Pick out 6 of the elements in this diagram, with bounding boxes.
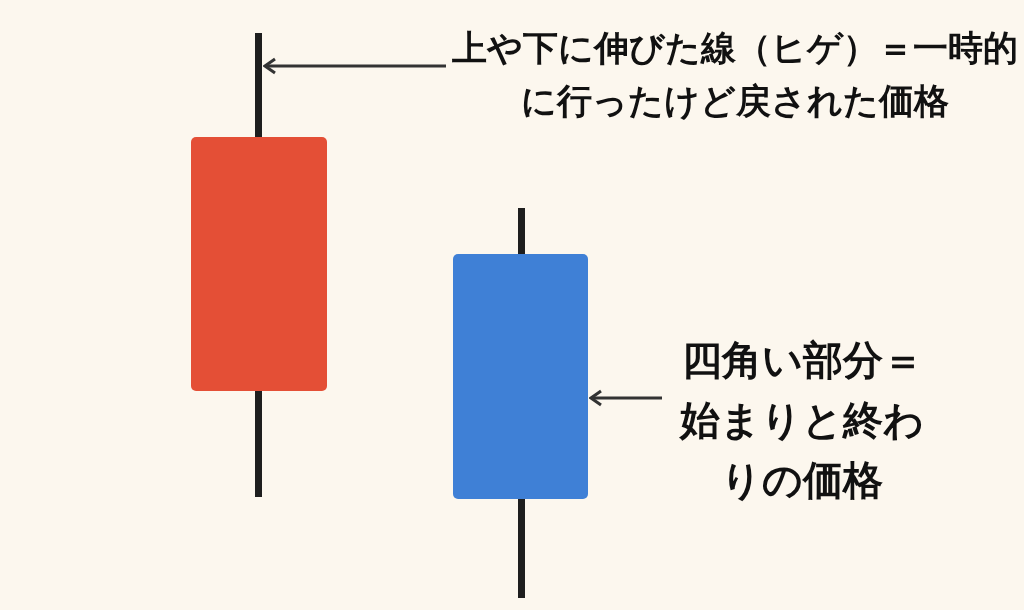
arrow: [589, 389, 662, 407]
candle-body: [453, 254, 588, 499]
annotation-text: 上や下に伸びた線（ヒゲ）＝一時的に行ったけど戻された価格: [452, 22, 1018, 127]
annotation-text: 四角い部分＝始まりと終わりの価格: [668, 330, 936, 510]
candle-wick: [255, 33, 262, 137]
arrow: [263, 57, 446, 75]
